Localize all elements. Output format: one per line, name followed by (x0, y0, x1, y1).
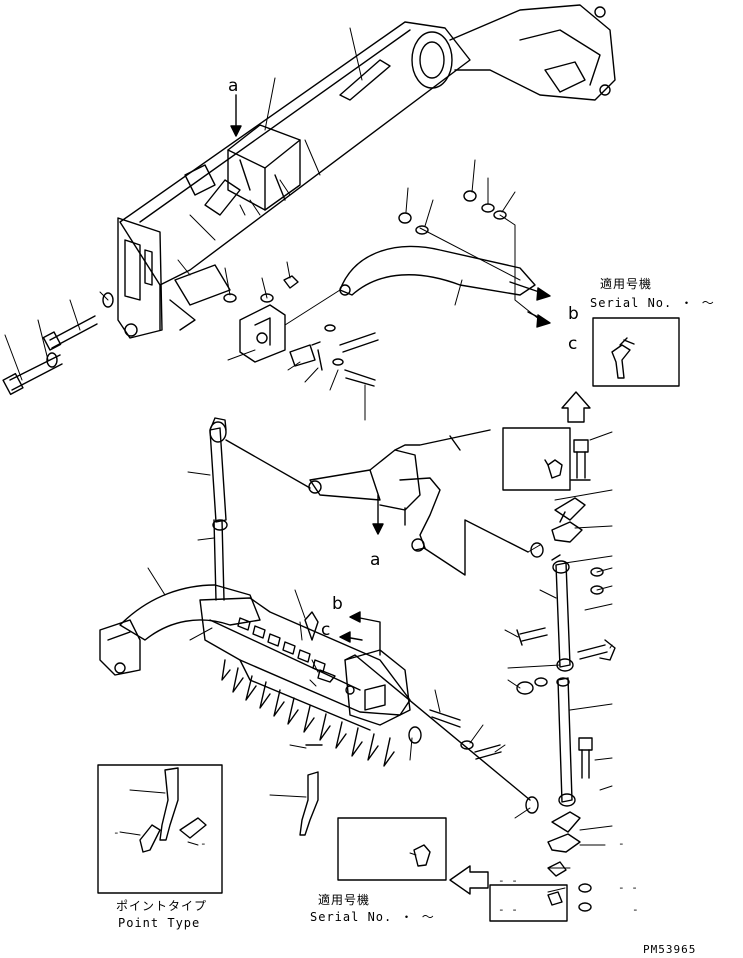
rod-and-bellcrank (209, 417, 529, 601)
point-type-box (97, 764, 223, 894)
callout-b-mid: b (332, 594, 343, 614)
part-code: PM53965 (643, 943, 697, 956)
drawbar-assembly (99, 584, 531, 836)
detail-box-mid (502, 427, 571, 491)
callout-arrows-top (230, 94, 551, 328)
main-frame (117, 4, 616, 339)
callout-b-top: b (568, 304, 579, 324)
callout-a-mid: a (370, 550, 381, 570)
point-type-jp: ポイントタイプ (116, 899, 208, 913)
serial-detail-box-bottom (337, 817, 568, 922)
dash-label: - (618, 837, 625, 850)
leader-lines-top (4, 27, 541, 421)
serial-bottom-en: Serial No. ・ ～ (310, 910, 435, 924)
serial-top-en: Serial No. ・ ～ (590, 296, 715, 310)
serial-bottom-jp: 適用号機 (318, 893, 371, 907)
dash-label: - - (618, 881, 638, 894)
leader-lines-lower (147, 471, 506, 798)
dash-label: - (632, 903, 639, 916)
callout-c-mid: c (321, 620, 331, 640)
dash-label: - - (498, 903, 518, 916)
point-type-en: Point Type (118, 916, 201, 930)
right-column-parts (516, 439, 616, 912)
dash-label: - (113, 826, 120, 839)
lever-arm-top (339, 190, 536, 296)
top-fasteners (2, 275, 379, 396)
serial-top-jp: 適用号機 (600, 277, 653, 291)
serial-detail-box-top (561, 317, 680, 423)
dash-label: - - (498, 874, 518, 887)
callout-c-top: c (568, 334, 578, 354)
dash-label: - (200, 837, 207, 850)
callout-a-top: a (228, 76, 239, 96)
leader-lines-mid (504, 431, 613, 893)
